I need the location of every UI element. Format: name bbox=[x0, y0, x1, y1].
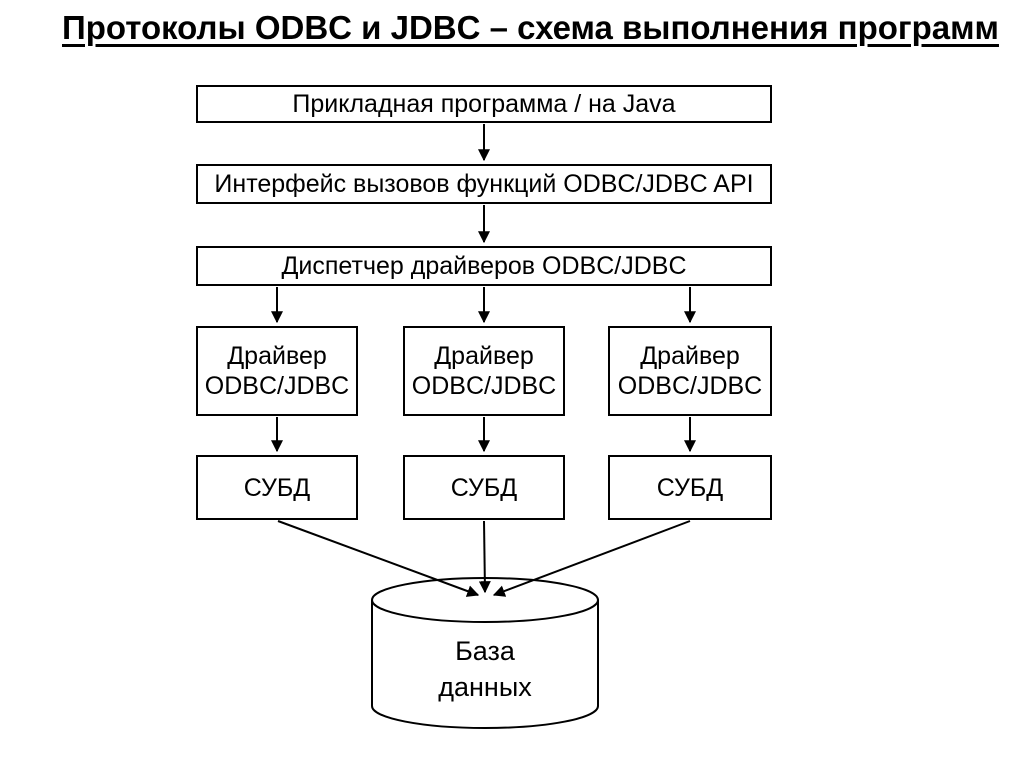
driver-dispatcher-box: Диспетчер драйверов ODBC/JDBC bbox=[196, 246, 772, 286]
driver-dispatcher-label: Диспетчер драйверов ODBC/JDBC bbox=[281, 252, 687, 280]
database-label-line2: данных bbox=[438, 672, 532, 702]
driver-label-line1: Драйвер bbox=[227, 342, 327, 370]
database-cylinder-top bbox=[371, 577, 599, 623]
dbms-label: СУБД bbox=[450, 473, 518, 502]
driver-label-line2: ODBC/JDBC bbox=[204, 372, 350, 400]
app-program-box: Прикладная программа / на Java bbox=[196, 85, 772, 123]
arrow-dbms2-to-database bbox=[478, 520, 491, 594]
api-interface-label: Интерфейс вызовов функций ODBC/JDBC API bbox=[214, 170, 754, 198]
api-interface-box: Интерфейс вызовов функций ODBC/JDBC API bbox=[196, 164, 772, 204]
dbms-label: СУБД bbox=[243, 473, 311, 502]
dbms-box-2: СУБД bbox=[403, 455, 565, 520]
arrow-dbms3-to-database bbox=[492, 520, 691, 597]
arrow-dbms1-to-database bbox=[277, 520, 480, 597]
dbms-box-3: СУБД bbox=[608, 455, 772, 520]
driver-box-3: Драйвер ODBC/JDBC bbox=[608, 326, 772, 416]
driver-label-line1: Драйвер bbox=[640, 342, 740, 370]
driver-label-line1: Драйвер bbox=[434, 342, 534, 370]
dbms-label: СУБД bbox=[656, 473, 724, 502]
driver-box-1: Драйвер ODBC/JDBC bbox=[196, 326, 358, 416]
driver-label-line2: ODBC/JDBC bbox=[617, 372, 763, 400]
driver-box-2: Драйвер ODBC/JDBC bbox=[403, 326, 565, 416]
database-label: База данных bbox=[375, 633, 595, 705]
dbms-box-1: СУБД bbox=[196, 455, 358, 520]
slide-title: Протоколы ODBC и JDBC – схема выполнения… bbox=[62, 9, 999, 46]
driver-label-line2: ODBC/JDBC bbox=[411, 372, 557, 400]
app-program-label: Прикладная программа / на Java bbox=[292, 90, 676, 118]
database-label-line1: База bbox=[455, 636, 515, 666]
